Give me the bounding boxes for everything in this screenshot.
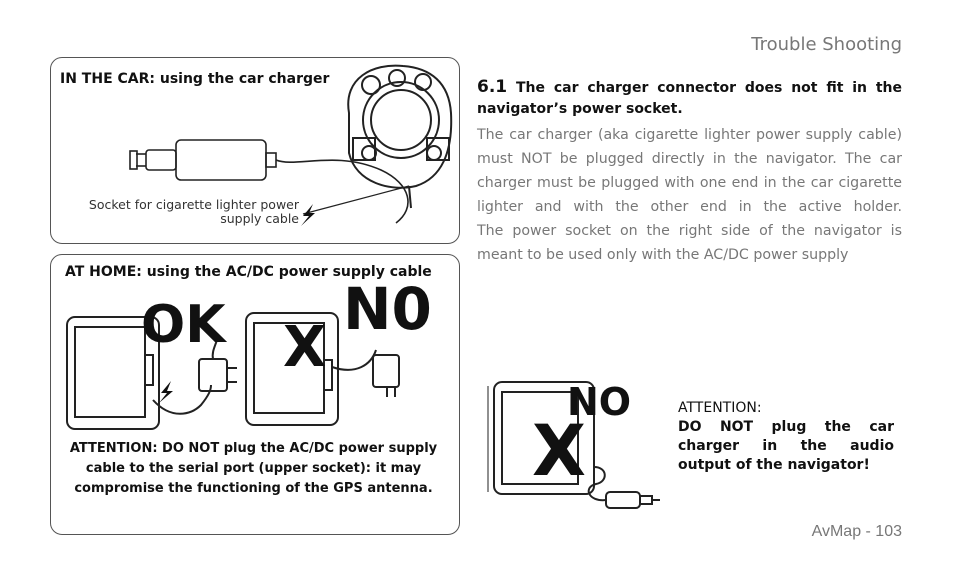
x-mark: X (283, 315, 327, 380)
section-heading: The car charger connector does not fit i… (477, 80, 902, 117)
home-power-illustration (66, 312, 400, 430)
section-number: 6.1 (477, 77, 508, 97)
audio-output-illustration (487, 381, 660, 509)
no-mark: N0 (343, 275, 432, 343)
home-power-panel: AT HOME: using the AC/DC power supply ca… (50, 254, 460, 535)
page-header-title: Trouble Shooting (751, 34, 902, 55)
section-6-1: 6.1 The car charger connector does not f… (477, 77, 902, 267)
no-mark-audio: NO (567, 380, 632, 424)
car-charger-panel: IN THE CAR: using the car charger (50, 57, 460, 244)
section-paragraph-2: The power socket on the right side of th… (477, 223, 902, 263)
x-mark-audio: X (532, 410, 586, 492)
car-charger-illustration (129, 64, 453, 226)
home-warning: ATTENTION: DO NOT plug the AC/DC power s… (69, 441, 438, 496)
attention-note: ATTENTION: DO NOT plug the car charger i… (678, 399, 894, 475)
socket-note: Socket for cigarette lighter power suppl… (88, 197, 299, 226)
attention-text: DO NOT plug the car charger in the audio… (678, 419, 894, 473)
page-footer: AvMap - 103 (811, 523, 902, 540)
ok-mark: OK (141, 295, 226, 355)
car-panel-title: IN THE CAR: using the car charger (60, 71, 330, 87)
attention-label: ATTENTION: (678, 400, 762, 416)
home-panel-title: AT HOME: using the AC/DC power supply ca… (65, 264, 432, 280)
section-paragraph-1: The car charger (aka cigarette lighter p… (477, 127, 902, 215)
section-title: 6.1 The car charger connector does not f… (477, 77, 902, 120)
